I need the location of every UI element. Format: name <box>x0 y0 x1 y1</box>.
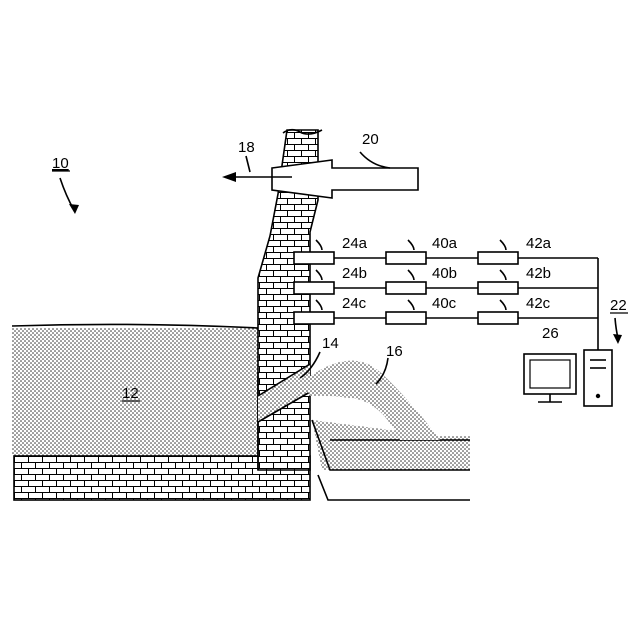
label-system: 10 <box>52 155 69 172</box>
label-taphole: 14 <box>322 335 339 352</box>
label-unit-40a: 40a <box>432 235 458 252</box>
label-stream: 16 <box>386 343 403 360</box>
label-unit-42c: 42c <box>526 295 551 312</box>
label-sensor-24a: 24a <box>342 235 368 252</box>
label-unit-40c: 40c <box>432 295 457 312</box>
label-flow-arrow: 18 <box>238 139 255 156</box>
label-computer: 26 <box>542 325 559 342</box>
flue-duct <box>272 160 418 198</box>
label-sensor-24b: 24b <box>342 265 367 282</box>
label-unit-42b: 42b <box>526 265 551 282</box>
sensor-24c-box <box>294 312 334 324</box>
label-unit-42a: 42a <box>526 235 552 252</box>
unit-42c-box <box>478 312 518 324</box>
sensor-24b-box <box>294 282 334 294</box>
computer <box>524 350 612 406</box>
label-computer-group: 22 <box>610 297 627 314</box>
label-sensor-24c: 24c <box>342 295 367 312</box>
unit-42b-box <box>478 282 518 294</box>
unit-40c-box <box>386 312 426 324</box>
label-furnace: 12 <box>122 385 139 402</box>
runner <box>312 420 470 500</box>
unit-42a-box <box>478 252 518 264</box>
unit-40b-box <box>386 282 426 294</box>
unit-40a-box <box>386 252 426 264</box>
label-duct: 20 <box>362 131 379 148</box>
sensor-24a-box <box>294 252 334 264</box>
label-unit-40b: 40b <box>432 265 457 282</box>
